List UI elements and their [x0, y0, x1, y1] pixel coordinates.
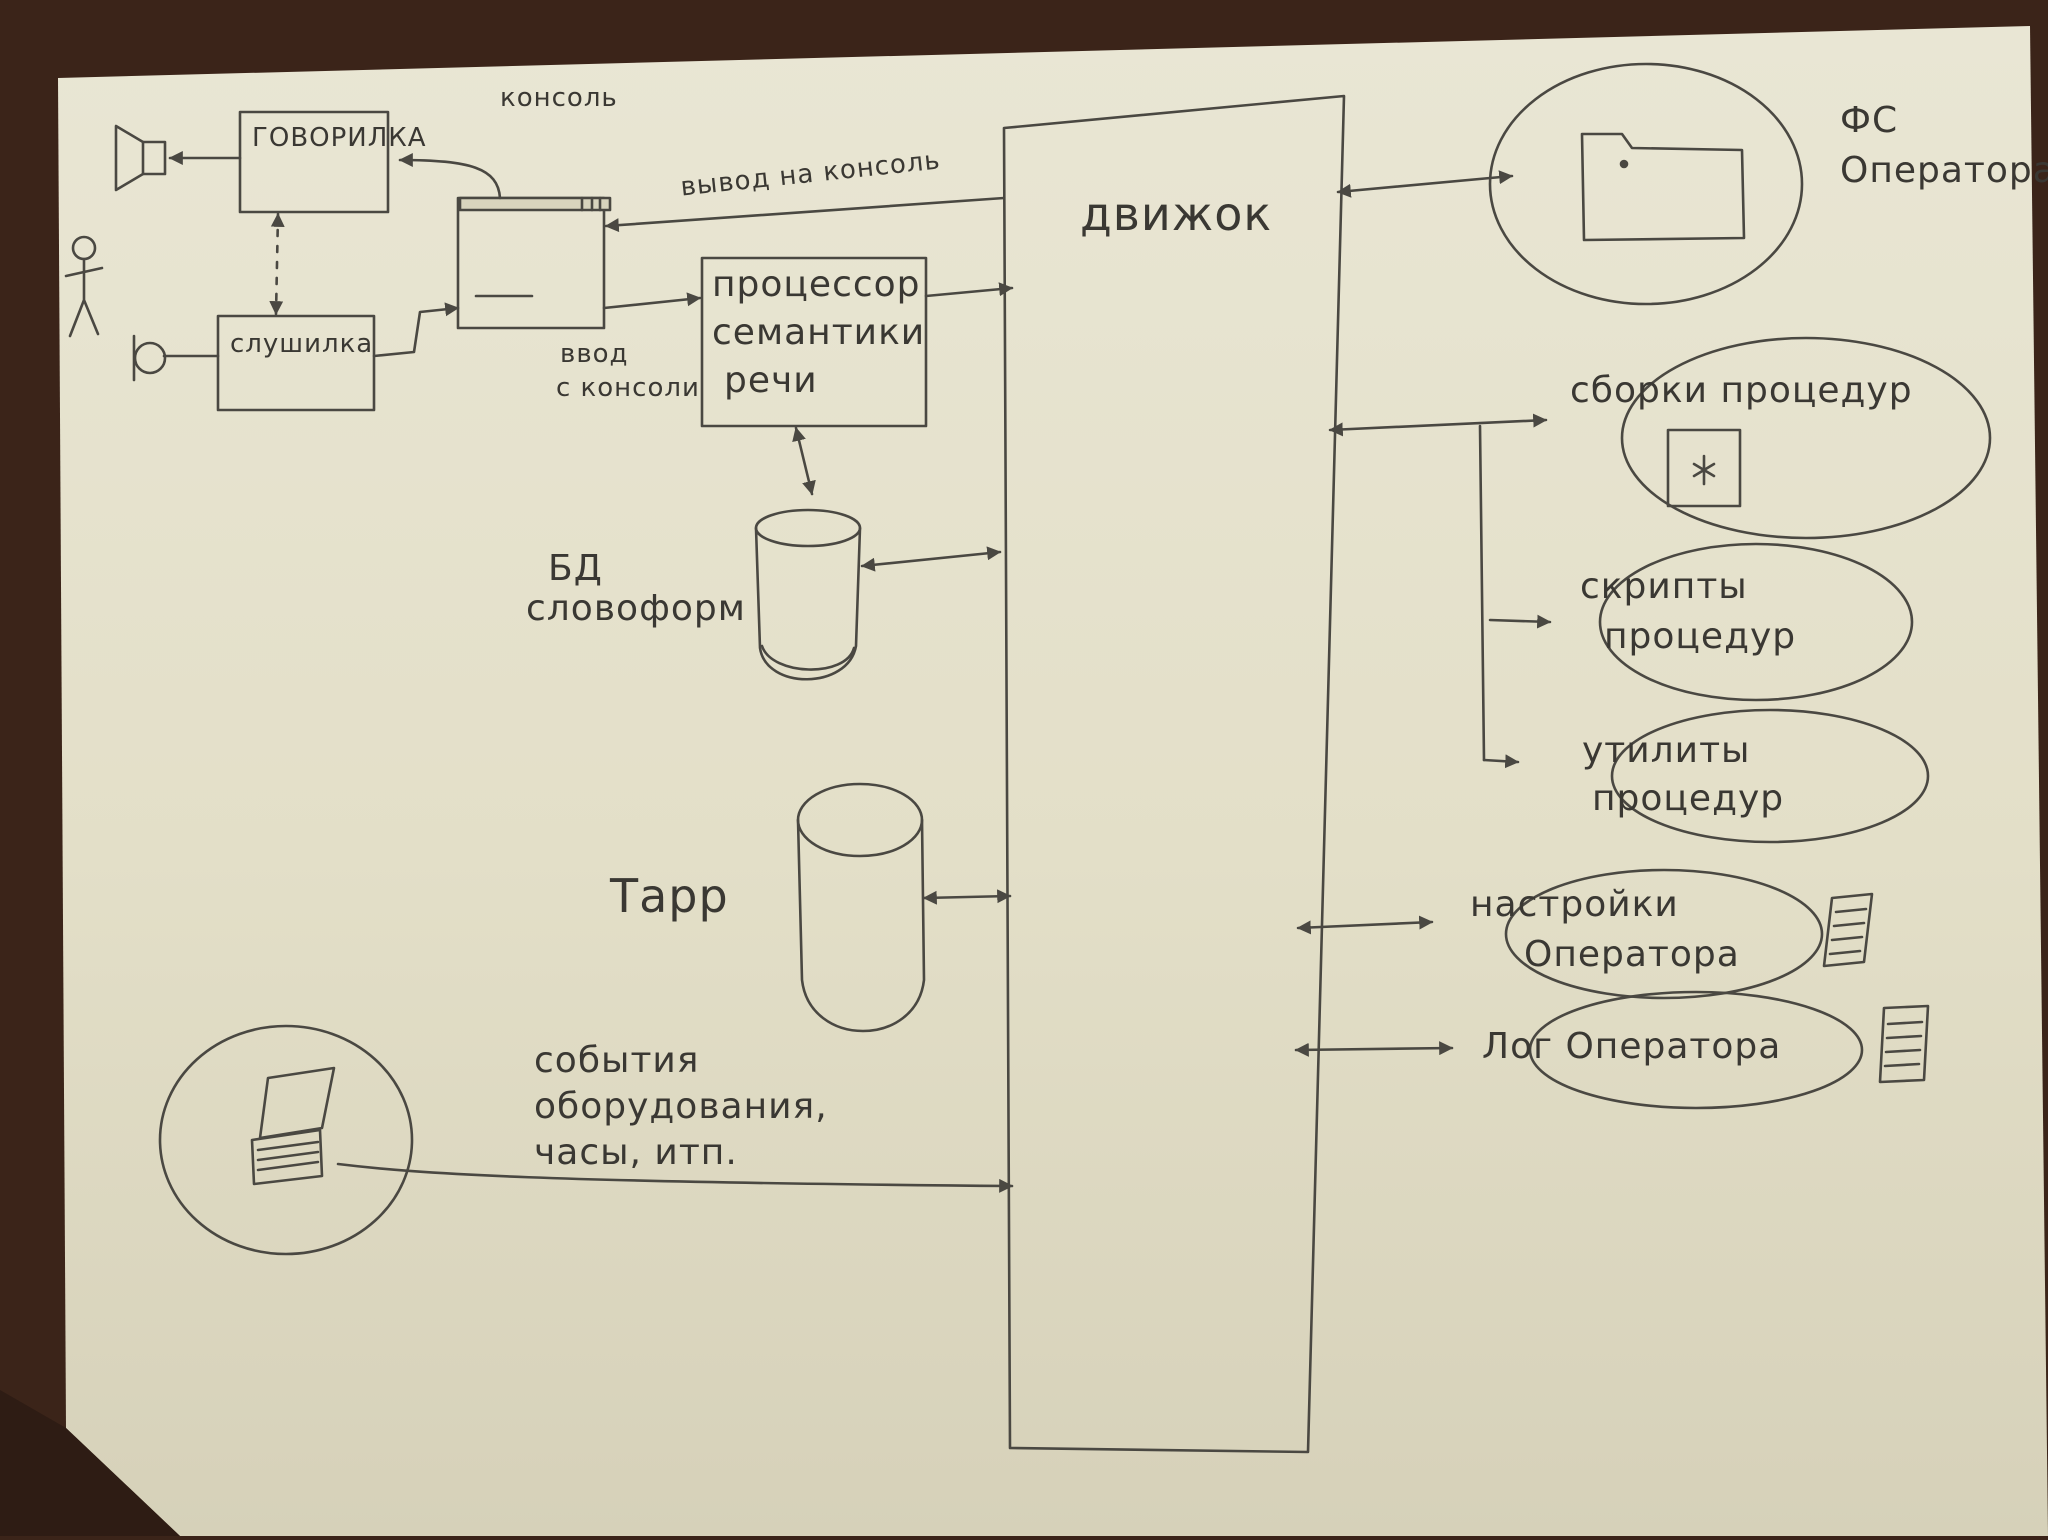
arrow-speaker-listener-link — [269, 212, 285, 316]
procedure-scripts-label-line2: процедур — [1604, 616, 1797, 657]
procedure-utilities-label-line2: процедур — [1592, 778, 1785, 819]
semantic-processor-label-line3: речи — [724, 360, 818, 401]
hardware-events-label-line3: часы, итп. — [534, 1132, 738, 1173]
console-input-label-line2: с консоли — [556, 373, 700, 403]
hardware-events-label-line2: оборудования, — [534, 1086, 828, 1127]
operator-settings-oval — [1504, 868, 1824, 1000]
tapp-cylinder-icon — [796, 782, 926, 1033]
procedure-scripts-label-line1: скрипты — [1580, 566, 1748, 607]
listener-box-label: слушилка — [230, 329, 374, 359]
procedure-utilities-oval — [1610, 708, 1930, 844]
arrow-engine-to-console — [604, 196, 1006, 233]
semantic-processor-box — [700, 256, 928, 428]
console-input-label-line1: ввод — [560, 339, 629, 369]
arrow-tapp-engine — [922, 889, 1012, 905]
procedure-utilities-label-line1: утилиты — [1582, 730, 1751, 771]
arrow-engine-fs — [1336, 170, 1514, 198]
semantic-processor-label-line2: семантики — [712, 312, 926, 353]
tapp-label: Тарр — [610, 869, 729, 923]
procedure-scripts-oval — [1598, 542, 1914, 702]
arrow-to-utilities — [1482, 754, 1520, 769]
document-icon — [1822, 892, 1874, 968]
engine-label: движок — [1080, 187, 1273, 241]
hardware-circle — [158, 1024, 414, 1256]
arrow-engine-log — [1294, 1041, 1454, 1057]
arrow-processor-to-engine — [924, 282, 1014, 298]
operator-fs-label-line2: Оператора — [1840, 150, 2048, 191]
engine-column — [1002, 94, 1346, 1454]
arrow-db-engine — [860, 546, 1002, 572]
document-icon — [1878, 1004, 1930, 1084]
operator-log-label: Лог Оператора — [1482, 1026, 1782, 1067]
paper-sheet — [58, 26, 2048, 1536]
console-window-icon — [456, 196, 612, 330]
hardware-events-label-line1: события — [534, 1040, 700, 1081]
arrow-processor-db — [792, 426, 816, 496]
console-title: консоль — [500, 83, 618, 113]
semantic-processor-label-line1: процессор — [712, 264, 921, 305]
dictionary-db-label-line1: БД — [548, 548, 603, 589]
procedure-assemblies-oval — [1620, 336, 1992, 540]
assembly-icon — [1666, 428, 1742, 508]
operator-settings-label-line1: настройки — [1470, 884, 1679, 925]
procedure-assemblies-label: сборки процедур — [1570, 370, 1913, 411]
folder-icon — [1580, 132, 1746, 242]
operator-fs-label-line1: ФС — [1840, 100, 1899, 141]
operator-log-oval — [1528, 990, 1864, 1110]
operator-settings-label-line2: Оператора — [1524, 934, 1740, 975]
listener-box — [216, 314, 376, 412]
database-cylinder-icon — [754, 508, 862, 681]
arrow-console-to-processor — [602, 292, 702, 310]
arrow-branch-scripts-utilities — [1478, 424, 1486, 762]
microphone-icon — [132, 334, 167, 382]
arrow-engine-settings — [1296, 915, 1434, 935]
arrow-to-scripts — [1488, 614, 1552, 629]
dictionary-db-label-line2: словоформ — [526, 588, 746, 629]
speaker-box — [238, 110, 390, 214]
arrow-console-to-speaker — [398, 153, 502, 200]
stick-figure-icon — [64, 235, 104, 338]
speaker-box-label: ГОВОРИЛКА — [252, 123, 427, 153]
arrow-hardware-to-engine — [336, 1162, 1014, 1193]
loudspeaker-icon — [114, 124, 167, 192]
table-corner — [0, 1390, 180, 1536]
arrow-listener-to-console — [372, 302, 460, 358]
arrow-engine-assemblies — [1328, 413, 1548, 437]
laptop-icon — [250, 1066, 336, 1186]
